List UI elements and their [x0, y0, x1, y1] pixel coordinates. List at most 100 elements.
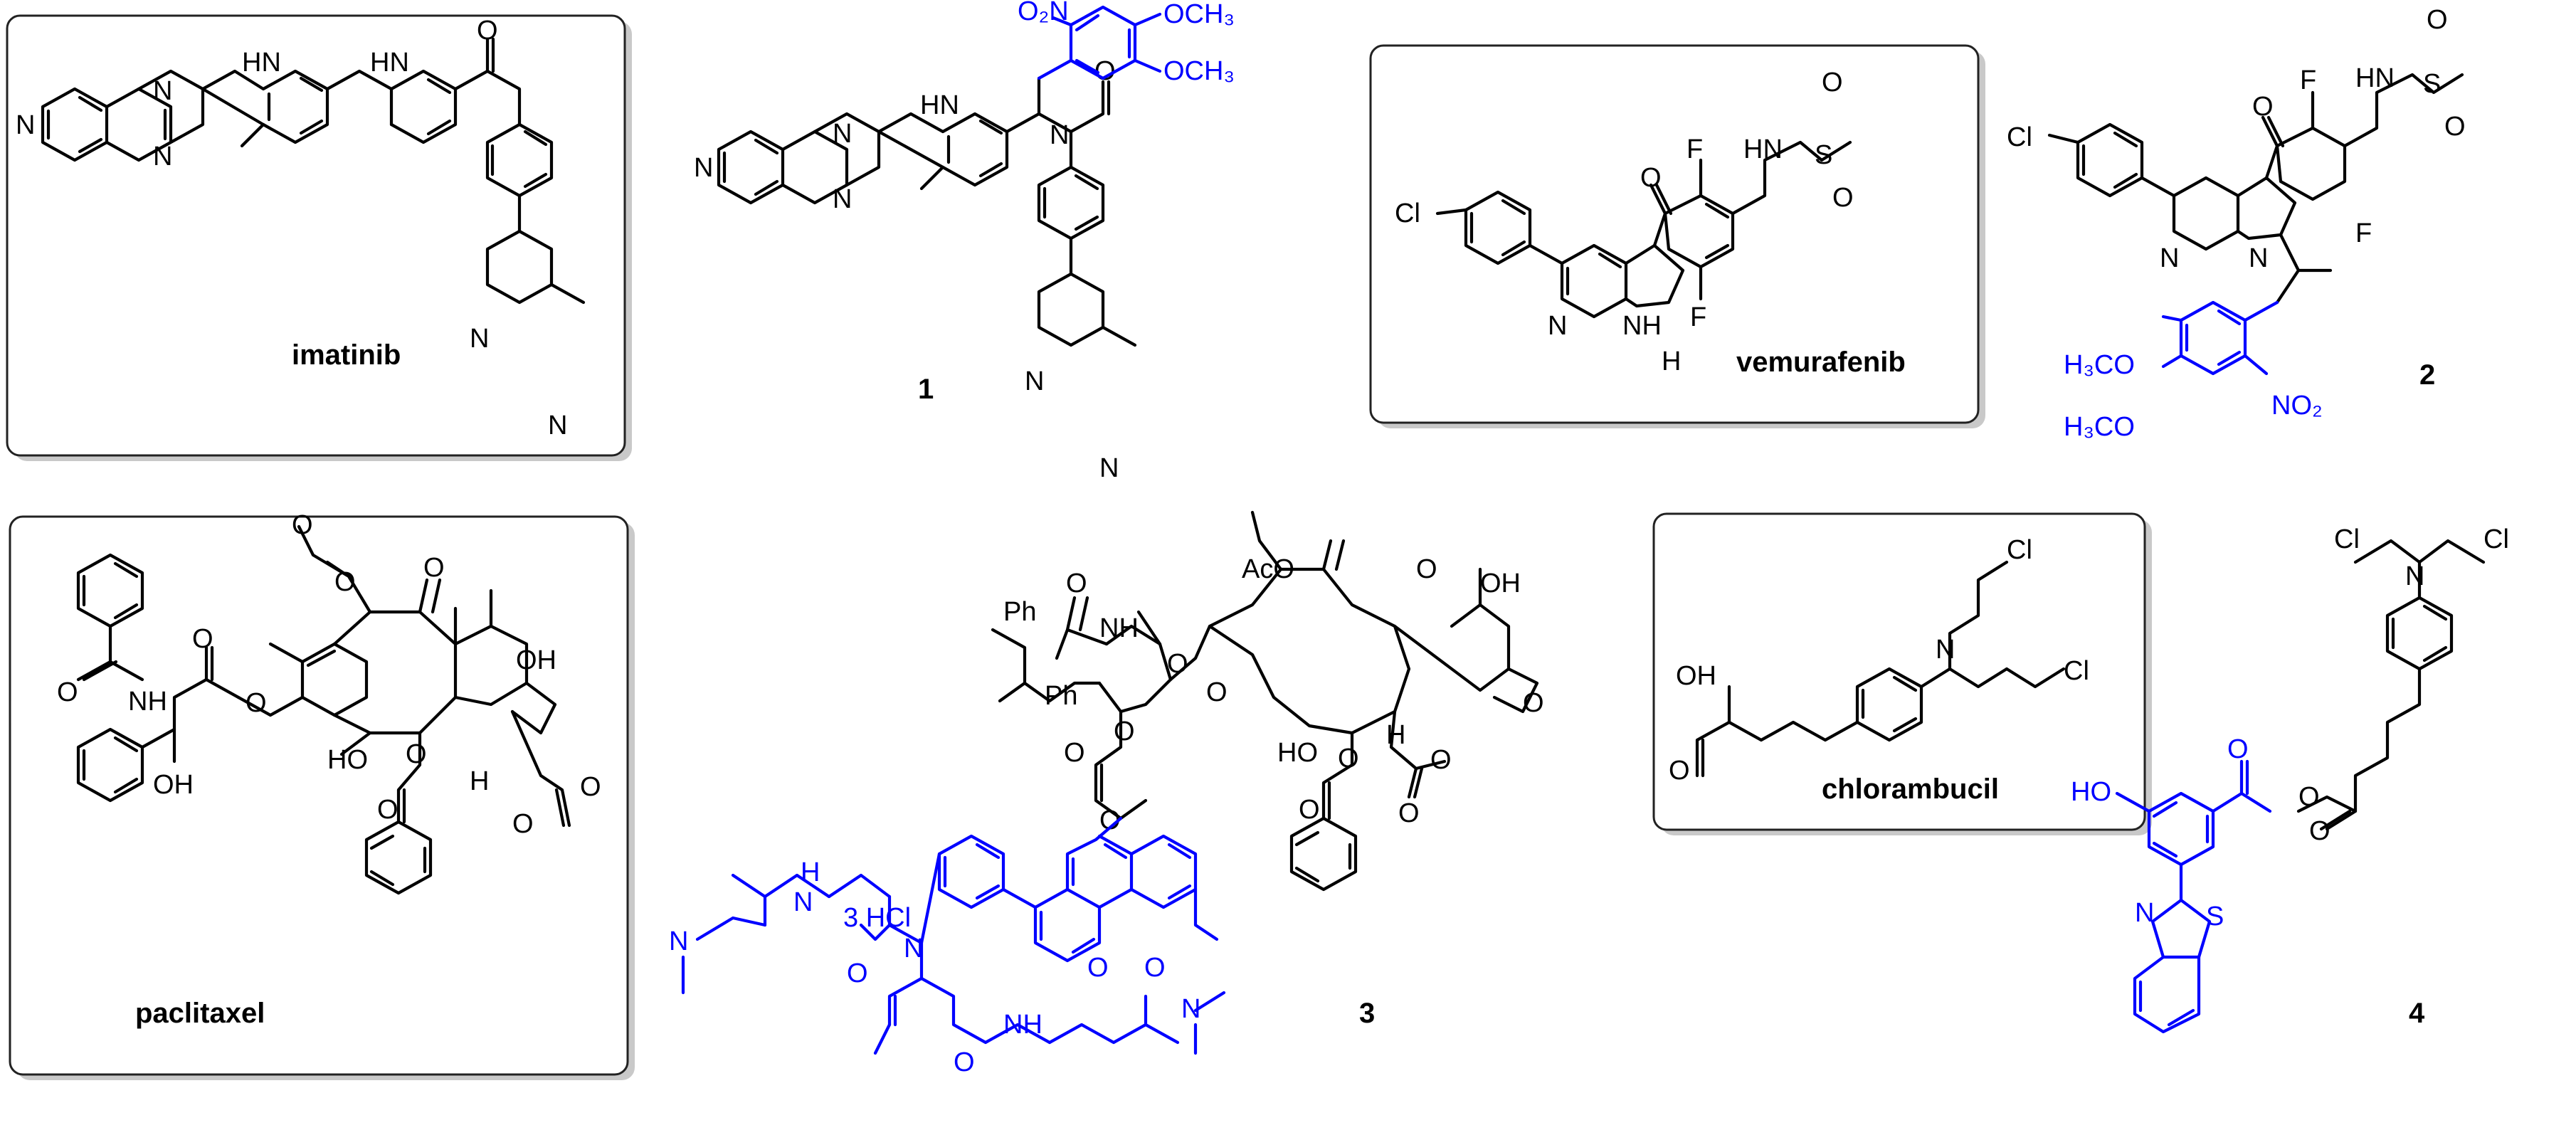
compound-label-imatinib: imatinib	[292, 339, 401, 371]
atom-Cl: Cl	[2007, 122, 2032, 152]
atom-N: N	[2249, 243, 2268, 273]
structure-imatinib: N N N HN HN O N N imatinib	[16, 16, 586, 440]
atom-H: H	[801, 857, 820, 887]
atom-NH: NH	[1622, 311, 1662, 341]
atom-N: N	[16, 110, 35, 140]
atom-N: N	[669, 926, 688, 956]
atom-N: N	[694, 153, 713, 183]
atom-O: O	[1167, 649, 1188, 679]
atom-N: N	[833, 119, 852, 149]
atom-O: O	[192, 624, 213, 654]
group-h3co: H₃CO	[2064, 350, 2135, 380]
structure-compound-2: Cl O F HN S O O F N N H₃CO H₃CO NO₂ 2	[2007, 5, 2466, 442]
atom-N: N	[548, 411, 567, 440]
atom-O: O	[1430, 745, 1452, 775]
atom-Cl: Cl	[2334, 524, 2360, 554]
atom-Cl: Cl	[2007, 535, 2032, 565]
atom-O: O	[580, 772, 601, 802]
atom-N: N	[1025, 366, 1044, 396]
atom-OH: OH	[1480, 569, 1521, 598]
atom-O: O	[1669, 756, 1690, 786]
atom-H: H	[1662, 347, 1681, 376]
atom-O: O	[847, 959, 868, 988]
atom-O: O	[406, 739, 427, 769]
structure-vemurafenib: Cl O F F HN S O O N NH H vemurafenib	[1395, 68, 1906, 378]
atom-O: O	[954, 1047, 975, 1077]
group-ph: Ph	[1045, 681, 1077, 711]
compound-label-paclitaxel: paclitaxel	[135, 998, 265, 1029]
atom-O: O	[1822, 68, 1843, 97]
atom-HN: HN	[2355, 63, 2395, 93]
atom-N: N	[153, 76, 172, 106]
atom-O: O	[57, 677, 78, 707]
atom-HN: HN	[1743, 134, 1783, 164]
atom-OH: OH	[1676, 661, 1716, 691]
group-h3co: H₃CO	[2064, 412, 2135, 442]
compound-label-chlorambucil: chlorambucil	[1822, 773, 1999, 805]
atom-O: O	[477, 16, 498, 46]
atom-O: O	[1064, 738, 1085, 768]
atom-O: O	[377, 795, 398, 825]
atom-O: O	[1832, 183, 1854, 213]
compound-label-2: 2	[2419, 359, 2435, 391]
atom-H: H	[470, 766, 489, 796]
atom-Cl: Cl	[2483, 524, 2509, 554]
atom-O: O	[1144, 953, 1166, 983]
atom-HN: HN	[370, 48, 409, 78]
box-vemurafenib	[1369, 44, 1985, 428]
atom-F: F	[2300, 65, 2316, 95]
atom-Cl: Cl	[2064, 656, 2089, 686]
group-och3: OCH₃	[1163, 0, 1235, 29]
box-paclitaxel	[9, 515, 635, 1080]
atom-F: F	[2355, 218, 2372, 248]
atom-O: O	[2298, 782, 2320, 812]
structure-compound-4: Cl N Cl O O O HO N S 4	[2071, 524, 2509, 1034]
atom-OH: OH	[153, 770, 194, 800]
atom-O: O	[1114, 717, 1135, 746]
atom-S: S	[2206, 902, 2224, 931]
atom-F: F	[1686, 134, 1703, 164]
atom-N: N	[2405, 561, 2424, 591]
atom-N: N	[2135, 898, 2154, 928]
atom-N: N	[1936, 635, 1955, 665]
group-o2n: O₂N	[1018, 0, 1069, 26]
atom-O: O	[334, 567, 356, 597]
atom-HO: HO	[2071, 777, 2111, 807]
atom-Cl: Cl	[1395, 199, 1420, 228]
atom-N: N	[153, 142, 172, 171]
atom-S: S	[2423, 69, 2441, 99]
atom-HN: HN	[920, 90, 959, 120]
atom-O: O	[1523, 688, 1544, 718]
atom-O: O	[1206, 677, 1228, 707]
compound-label-vemurafenib: vemurafenib	[1736, 347, 1906, 378]
structure-paclitaxel: O NH O OH O O OH HO H O O O O O O paclit…	[57, 510, 601, 1029]
atom-HO: HO	[1277, 738, 1318, 768]
compound-label-3: 3	[1359, 998, 1375, 1029]
atom-O: O	[2227, 734, 2249, 764]
atom-HN: HN	[242, 48, 281, 78]
atom-F: F	[1690, 302, 1706, 332]
atom-N: N	[2160, 243, 2179, 273]
atom-N: N	[1050, 120, 1069, 150]
atom-N: N	[1099, 453, 1119, 483]
atom-O: O	[423, 553, 445, 583]
atom-O: O	[1640, 163, 1662, 193]
group-aco: AcO	[1242, 554, 1294, 584]
box-imatinib	[6, 14, 632, 461]
structure-chlorambucil: OH O N Cl Cl chlorambucil	[1669, 535, 2089, 805]
atom-N: N	[470, 324, 489, 354]
atom-N: N	[793, 887, 813, 917]
structure-compound-1: N N N HN N O N N O₂N OCH₃ OCH₃ 1	[694, 0, 1235, 483]
atom-O: O	[2309, 816, 2330, 846]
atom-O: O	[292, 510, 313, 540]
atom-O: O	[1398, 798, 1420, 828]
atom-O: O	[1066, 569, 1087, 598]
compound-label-1: 1	[918, 374, 934, 405]
structure-compound-3: Ph O NH Ph O O AcO O OH O HO H O O O O O…	[669, 510, 1544, 1077]
atom-O: O	[2427, 5, 2448, 35]
atom-OH: OH	[516, 645, 556, 675]
atom-NH: NH	[1003, 1010, 1042, 1040]
atom-O: O	[1416, 554, 1437, 584]
atom-O: O	[1087, 953, 1109, 983]
atom-O: O	[246, 688, 267, 718]
